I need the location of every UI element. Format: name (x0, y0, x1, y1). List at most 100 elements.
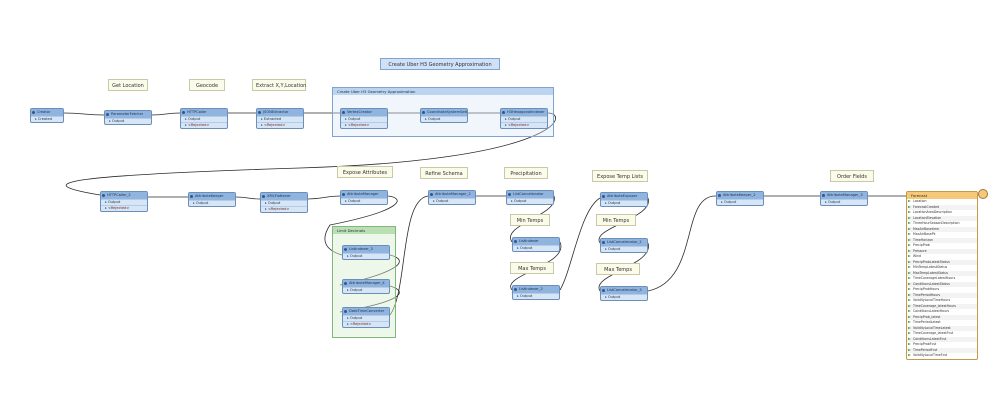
writer-attribute[interactable]: TimeCoverage_latestHours (907, 303, 977, 309)
writer-attribute[interactable]: ConditionsLatestStatus (907, 281, 977, 287)
annotation-max-temps-2[interactable]: Max Temps (596, 263, 640, 275)
annotation-max-temps-1[interactable]: Max Temps (510, 262, 554, 274)
output-port[interactable]: Output (501, 116, 547, 122)
transformer-name: CoordinateSystemSetter (421, 109, 467, 116)
writer-attribute[interactable]: LocationAreaDescription (907, 210, 977, 216)
output-port[interactable]: Output (507, 198, 553, 204)
writer-attribute[interactable]: TimePeriodHours (907, 292, 977, 298)
transformer-attribute-manager-3[interactable]: AttributeManager_3 Output (820, 191, 868, 206)
annotation-order-fields[interactable]: Order Fields (830, 170, 874, 182)
output-port[interactable]: Output (343, 287, 389, 293)
transformer-json-extractor[interactable]: JSONExtractor Extracted <Rejected> (256, 108, 304, 129)
annotation-expose-temp-lists[interactable]: Expose Temp Lists (592, 170, 648, 182)
output-port[interactable]: Output (601, 200, 647, 206)
transformer-list-concatenator[interactable]: ListConcatenator Output (506, 190, 554, 205)
output-port[interactable]: Output (601, 246, 647, 252)
writer-attribute[interactable]: Pressure (907, 248, 977, 254)
writer-attribute[interactable]: ConditionsLatestFcst (907, 336, 977, 342)
rejected-port[interactable]: <Rejected> (501, 122, 547, 128)
transformer-list-concatenator-3[interactable]: ListConcatenator_3 Output (600, 286, 648, 301)
output-port[interactable]: Output (717, 199, 763, 205)
writer-attribute[interactable]: PrecipProbLatestStatus (907, 259, 977, 265)
output-port[interactable]: Output (341, 116, 387, 122)
transformer-name: DateTimeConverter (343, 308, 389, 315)
transformer-http-caller[interactable]: HTTPCaller Output <Rejected> (180, 108, 228, 129)
output-port[interactable]: Output (513, 245, 559, 251)
output-port[interactable]: Output (513, 293, 559, 299)
rejected-port[interactable]: <Rejected> (343, 321, 389, 327)
writer-attribute[interactable]: PrecipProb (907, 243, 977, 249)
annotation-expose-attributes[interactable]: Expose Attributes (337, 166, 393, 178)
output-port[interactable]: Output (429, 198, 475, 204)
transformer-parameter-fetcher[interactable]: ParameterFetcher Output (104, 110, 152, 125)
writer-attribute[interactable]: TimeCoverage_latestFcst (907, 331, 977, 337)
writer-attribute[interactable]: ValidityLocalTimeHours (907, 298, 977, 304)
output-port[interactable]: Output (821, 199, 867, 205)
transformer-attribute-manager-4[interactable]: AttributeManager_4 Output (342, 279, 390, 294)
transformer-http-caller-2[interactable]: HTTPCaller_2 Output <Rejected> (100, 191, 148, 212)
rejected-port[interactable]: <Rejected> (181, 122, 227, 128)
transformer-datetime-converter[interactable]: DateTimeConverter Output <Rejected> (342, 307, 390, 328)
writer-attribute[interactable]: TimeHorizon (907, 237, 977, 243)
writer-attribute[interactable]: PrecipProbHours (907, 287, 977, 293)
annotation-extract-xy[interactable]: Extract X,Y,Location (252, 79, 306, 91)
output-port[interactable]: Output (601, 294, 647, 300)
transformer-creator[interactable]: Creator Created (30, 108, 64, 123)
transformer-attribute-exposer[interactable]: AttributeExposer Output (600, 192, 648, 207)
transformer-coordinate-system-setter[interactable]: CoordinateSystemSetter Output (420, 108, 468, 123)
output-port[interactable]: Output (181, 116, 227, 122)
transformer-list-indexer[interactable]: ListIndexer Output (512, 237, 560, 252)
writer-attribute[interactable]: MaxAirBasePk (907, 232, 977, 238)
transformer-list-indexer-2[interactable]: ListIndexer_2 Output (512, 285, 560, 300)
output-port[interactable]: Output (105, 118, 151, 124)
writer-attribute[interactable]: Location (907, 199, 977, 205)
writer-attribute[interactable]: ValidityLocalTimeLatest (907, 325, 977, 331)
writer-attribute[interactable]: PrecipProbFcst (907, 342, 977, 348)
transformer-attribute-keeper[interactable]: AttributeKeeper Output (188, 192, 236, 207)
annotation-create-h3[interactable]: Create Uber H3 Geometry Approximation (380, 58, 500, 70)
rejected-port[interactable]: <Rejected> (341, 122, 387, 128)
writer-attribute[interactable]: ForecastCreated (907, 204, 977, 210)
transformer-attribute-keeper-2[interactable]: AttributeKeeper_2 Output (716, 191, 764, 206)
writer-attribute[interactable]: LocationElevation (907, 215, 977, 221)
rejected-port[interactable]: <Rejected> (257, 122, 303, 128)
transformer-list-concatenator-2[interactable]: ListConcatenator_2 Output (600, 238, 648, 253)
writer-attribute[interactable]: TimePeriodLatest (907, 320, 977, 326)
writer-attribute[interactable]: TimeCoverageLatestHours (907, 276, 977, 282)
rejected-port[interactable]: <Rejected> (101, 205, 147, 211)
output-port[interactable]: Output (101, 199, 147, 205)
annotation-min-temps-1[interactable]: Min Temps (510, 214, 550, 226)
writer-attribute[interactable]: MaxTempLatestStatus (907, 270, 977, 276)
annotation-min-temps-2[interactable]: Min Temps (596, 214, 636, 226)
writer-attribute[interactable]: PrecipProb_latest (907, 314, 977, 320)
transformer-vertex-creator[interactable]: VertexCreator Output <Rejected> (340, 108, 388, 129)
output-port[interactable]: Output (343, 315, 389, 321)
transformer-name: HTTPCaller (181, 109, 227, 116)
output-port[interactable]: Output (343, 253, 389, 259)
output-port[interactable]: Extracted (257, 116, 303, 122)
annotation-refine-schema[interactable]: Refine Schema (420, 167, 468, 179)
writer-attribute[interactable]: MaxAirBasetime (907, 226, 977, 232)
rejected-port[interactable]: <Rejected> (261, 206, 307, 212)
transformer-attribute-manager[interactable]: AttributeManager Output (340, 190, 388, 205)
annotation-precipitation[interactable]: Precipitation (504, 167, 548, 179)
transformer-h3-indexer[interactable]: H3HexagonalIndexer Output <Rejected> (500, 108, 548, 129)
annotation-get-location[interactable]: Get Location (108, 79, 148, 91)
transformer-list-indexer-3[interactable]: ListIndexer_3 Output (342, 245, 390, 260)
output-port[interactable]: Output (261, 200, 307, 206)
output-port[interactable]: Created (31, 116, 63, 122)
transformer-xml-flattener[interactable]: XMLFlattener Output <Rejected> (260, 192, 308, 213)
output-port[interactable]: Output (421, 116, 467, 122)
writer-attribute[interactable]: ConditionsLatestHours (907, 309, 977, 315)
output-port[interactable]: Output (189, 200, 235, 206)
writer-icon (978, 189, 988, 199)
annotation-geocode[interactable]: Geocode (189, 79, 225, 91)
writer-attribute[interactable]: TimePeriodFcst (907, 347, 977, 353)
writer-attribute[interactable]: Wind (907, 254, 977, 260)
writer-attribute[interactable]: MinTempLatestStatus (907, 265, 977, 271)
writer-attribute[interactable]: ValidityLocalTimeFcst (907, 353, 977, 359)
writer-attribute[interactable]: ThreeHourSeasonDescription (907, 221, 977, 227)
output-port[interactable]: Output (341, 198, 387, 204)
transformer-attribute-manager-2[interactable]: AttributeManager_2 Output (428, 190, 476, 205)
